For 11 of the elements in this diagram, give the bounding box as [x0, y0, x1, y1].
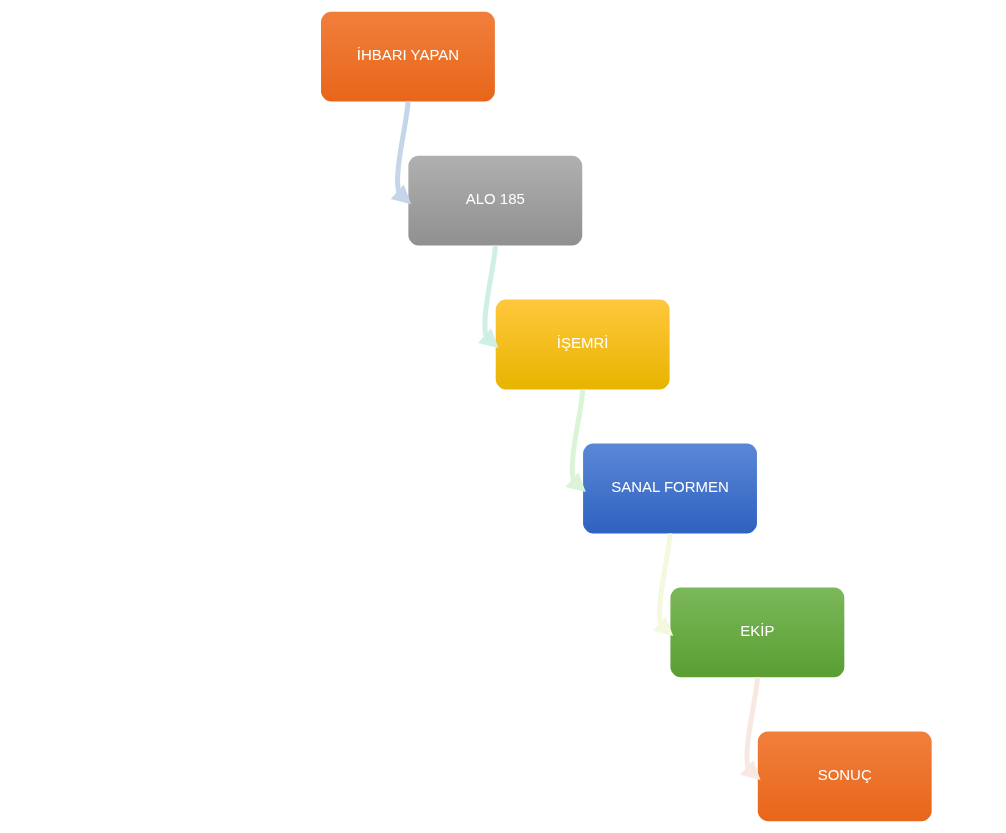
- arrow: [565, 389, 586, 493]
- node-box: ALO 185: [408, 155, 583, 246]
- arrow: [740, 677, 761, 780]
- arrow: [652, 533, 674, 636]
- node-box: İŞEMRİ: [495, 299, 670, 390]
- node-box: SONUÇ: [757, 731, 932, 822]
- node-box: EKİP: [670, 587, 845, 678]
- arrow: [390, 101, 412, 205]
- node-box: İHBARI YAPAN: [321, 11, 495, 102]
- node-box: SANAL FORMEN: [583, 443, 757, 534]
- arrow: [478, 245, 499, 349]
